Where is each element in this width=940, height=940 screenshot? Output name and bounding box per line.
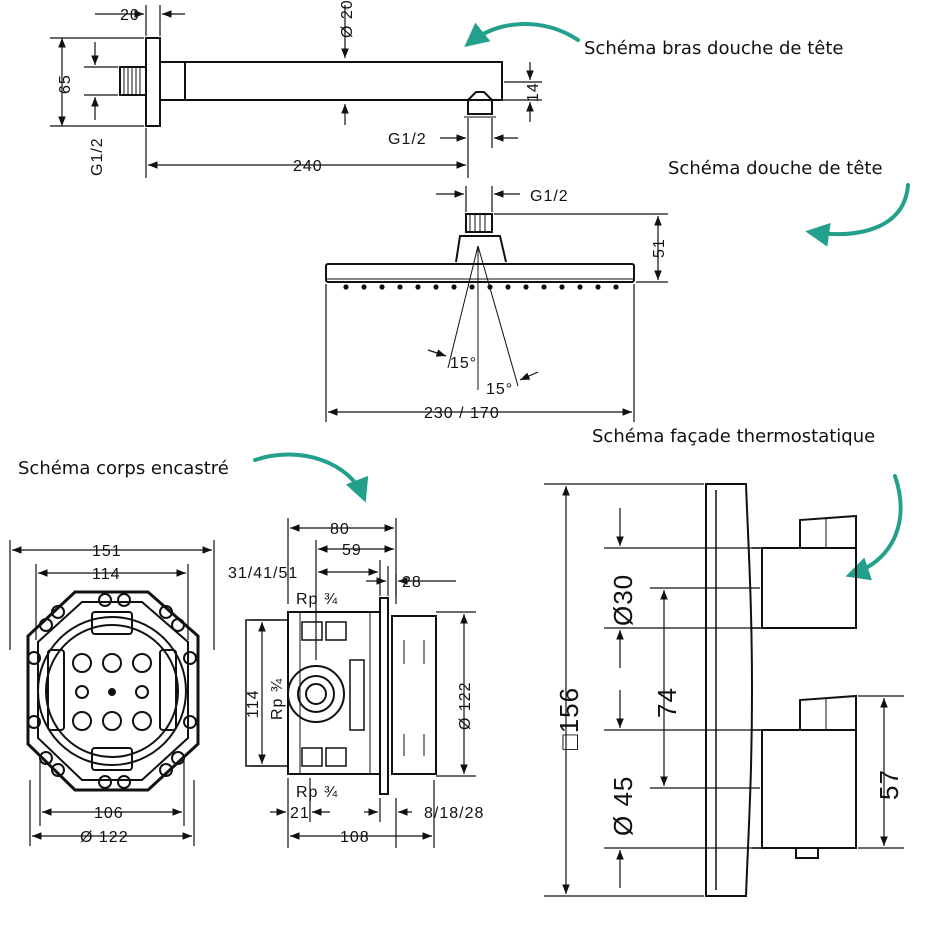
body-front-dim-122: Ø 122 xyxy=(80,829,129,846)
arm-dim-14: 14 xyxy=(525,82,542,102)
facade-dimensions xyxy=(544,483,904,897)
caption-concealed-body: Schéma corps encastré xyxy=(18,458,229,479)
head-dim-angle-1: 15° xyxy=(450,355,477,372)
body-side-dim-80: 80 xyxy=(330,521,350,538)
body-side-dim-28: 28 xyxy=(402,574,422,591)
arm-dim-20: 20 xyxy=(120,7,140,24)
facade-dim-30: Ø30 xyxy=(608,574,638,626)
body-side-dim-108: 108 xyxy=(340,829,370,846)
arm-dim-diameter: Ø 20 xyxy=(339,0,356,38)
arm-dim-65: 65 xyxy=(57,74,74,94)
caption-shower-head: Schéma douche de tête xyxy=(668,158,883,179)
facade-dim-156: □156 xyxy=(554,687,584,750)
pointer-arrow-head xyxy=(805,183,910,247)
pointer-arrow-body xyxy=(253,452,369,503)
arm-dim-g12-left: G1/2 xyxy=(89,137,106,176)
facade-dim-74: 74 xyxy=(652,687,682,718)
head-dim-51: 51 xyxy=(651,238,668,258)
body-front-dim-151: 151 xyxy=(92,543,122,560)
body-side-dim-8-18-28: 8/18/28 xyxy=(424,805,484,822)
shower-head-dimensions xyxy=(325,186,668,422)
facade-dim-45: Ø 45 xyxy=(608,776,638,836)
body-side-dim-31-41-51: 31/41/51 xyxy=(228,565,298,582)
caption-shower-arm: Schéma bras douche de tête xyxy=(584,38,844,59)
body-side-rp-bottom: Rp ¾ xyxy=(296,784,338,801)
body-side-dim-59: 59 xyxy=(342,542,362,559)
body-front-dim-106: 106 xyxy=(94,805,124,822)
body-side-dim-122: Ø 122 xyxy=(457,681,474,730)
shower-arm-dimensions xyxy=(50,5,542,178)
pointer-arrow-arm xyxy=(464,22,580,48)
body-front-dim-114: 114 xyxy=(92,566,121,583)
facade-dim-57: 57 xyxy=(874,769,904,800)
body-front-mounting-lugs xyxy=(27,593,197,789)
shower-head-drawing xyxy=(325,213,635,390)
arm-dim-240: 240 xyxy=(293,158,323,175)
facade-drawing xyxy=(705,483,857,897)
shower-head-nozzles xyxy=(343,284,619,290)
body-side-dimensions xyxy=(250,518,476,848)
body-front-dimensions xyxy=(9,540,215,846)
head-dim-g12: G1/2 xyxy=(530,188,569,205)
body-side-rp-top: Rp ¾ xyxy=(296,591,338,608)
arm-dim-g12-bottom: G1/2 xyxy=(388,131,427,148)
body-side-dim-114: 114 xyxy=(245,689,262,718)
head-dim-width: 230 / 170 xyxy=(424,405,500,422)
shower-arm-drawing xyxy=(119,37,503,127)
pointer-arrows xyxy=(253,22,910,581)
body-front-ports xyxy=(72,653,152,731)
caption-thermostatic-facade: Schéma façade thermostatique xyxy=(592,426,876,447)
body-side-rp-vertical: Rp ¾ xyxy=(269,678,286,720)
pointer-arrow-facade xyxy=(845,474,903,581)
body-side-dim-21: 21 xyxy=(290,805,310,822)
head-dim-angle-2: 15° xyxy=(486,381,513,398)
